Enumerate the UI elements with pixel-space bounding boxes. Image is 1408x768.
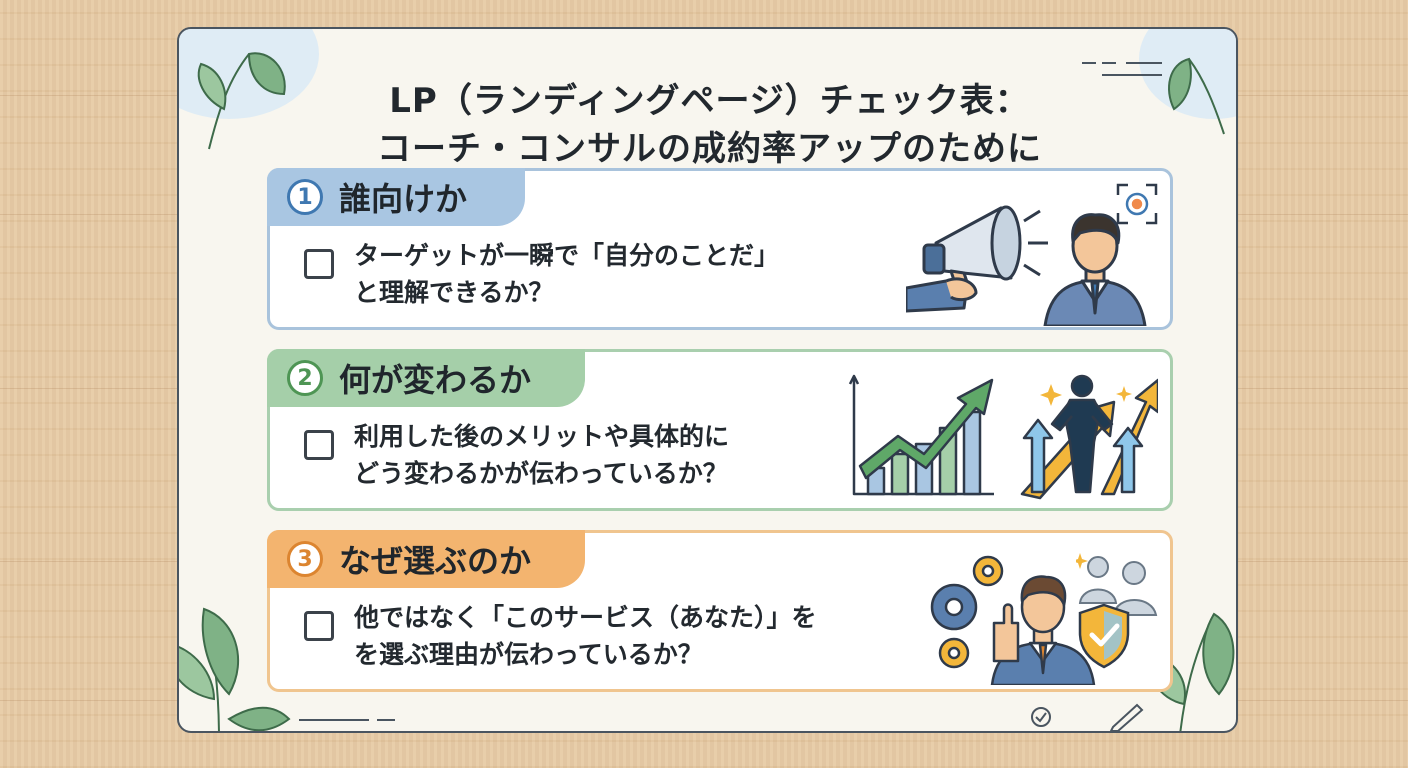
card-heading: 何が変わるか: [339, 361, 532, 399]
text-line: 他ではなく「このサービス（あなた）」を: [354, 603, 817, 632]
gears-icon: [930, 555, 1004, 669]
check-item-text: 他ではなく「このサービス（あなた）」を を選ぶ理由が伝わっているか？: [354, 599, 817, 673]
leaf-icon: [197, 52, 286, 150]
card-tab: 1 誰向けか: [267, 168, 525, 226]
checkbox[interactable]: [304, 611, 334, 641]
checkbox[interactable]: [304, 430, 334, 460]
group-icon: [1076, 553, 1158, 616]
checklist-card-1: 1 誰向けか ターゲットが一瞬で「自分のことだ」 と理解できるか？: [267, 168, 1173, 330]
card-heading: なぜ選ぶのか: [339, 542, 532, 580]
checklist-card-3: 3 なぜ選ぶのか 他ではなく「このサービス（あなた）」を を選ぶ理由が伝わってい…: [267, 530, 1173, 692]
text-line: どう変わるかが伝わっているか？: [354, 459, 728, 488]
text-line: を選ぶ理由が伝わっているか？: [354, 640, 703, 669]
dash-lines-icon: [1082, 62, 1162, 76]
page-title: LP（ランディングページ）チェック表： コーチ・コンサルの成約率アップのために: [179, 77, 1236, 173]
megaphone-icon: [906, 205, 1048, 313]
checklist-card-2: 2 何が変わるか 利用した後のメリットや具体的に どう変わるかが伝わっているか？: [267, 349, 1173, 511]
card-heading: 誰向けか: [339, 180, 468, 218]
title-line: LP（ランディングページ）チェック表：: [389, 81, 1030, 121]
target-icon: [1116, 183, 1158, 225]
shield-check-icon: [1078, 603, 1130, 669]
text-line: 利用した後のメリットや具体的に: [354, 422, 730, 451]
checkbox[interactable]: [304, 249, 334, 279]
leaf-icon: [1168, 57, 1225, 135]
check-item-text: 利用した後のメリットや具体的に どう変わるかが伝わっているか？: [354, 418, 729, 492]
check-item-text: ターゲットが一瞬で「自分のことだ」 と理解できるか？: [354, 237, 779, 311]
step-number: 3: [287, 541, 323, 577]
pencil-icon: [1109, 703, 1144, 731]
title-line: コーチ・コンサルの成約率アップのために: [377, 129, 1042, 169]
leaf-icon: [179, 607, 291, 731]
thumbs-up-person-icon: [990, 575, 1096, 685]
step-number: 1: [287, 179, 323, 215]
text-line: と理解できるか？: [354, 278, 554, 307]
businessman-icon: [1043, 213, 1147, 326]
card-tab: 3 なぜ選ぶのか: [267, 530, 585, 588]
text-line: ターゲットが一瞬で「自分のことだ」: [354, 241, 780, 270]
step-number: 2: [287, 360, 323, 396]
checkmark-icon: [1031, 707, 1051, 727]
success-person-icon: [1020, 374, 1158, 500]
dash-lines-icon: [299, 719, 395, 721]
growth-chart-icon: [848, 374, 994, 496]
checklist-board: LP（ランディングページ）チェック表： コーチ・コンサルの成約率アップのために …: [177, 27, 1238, 733]
card-tab: 2 何が変わるか: [267, 349, 585, 407]
